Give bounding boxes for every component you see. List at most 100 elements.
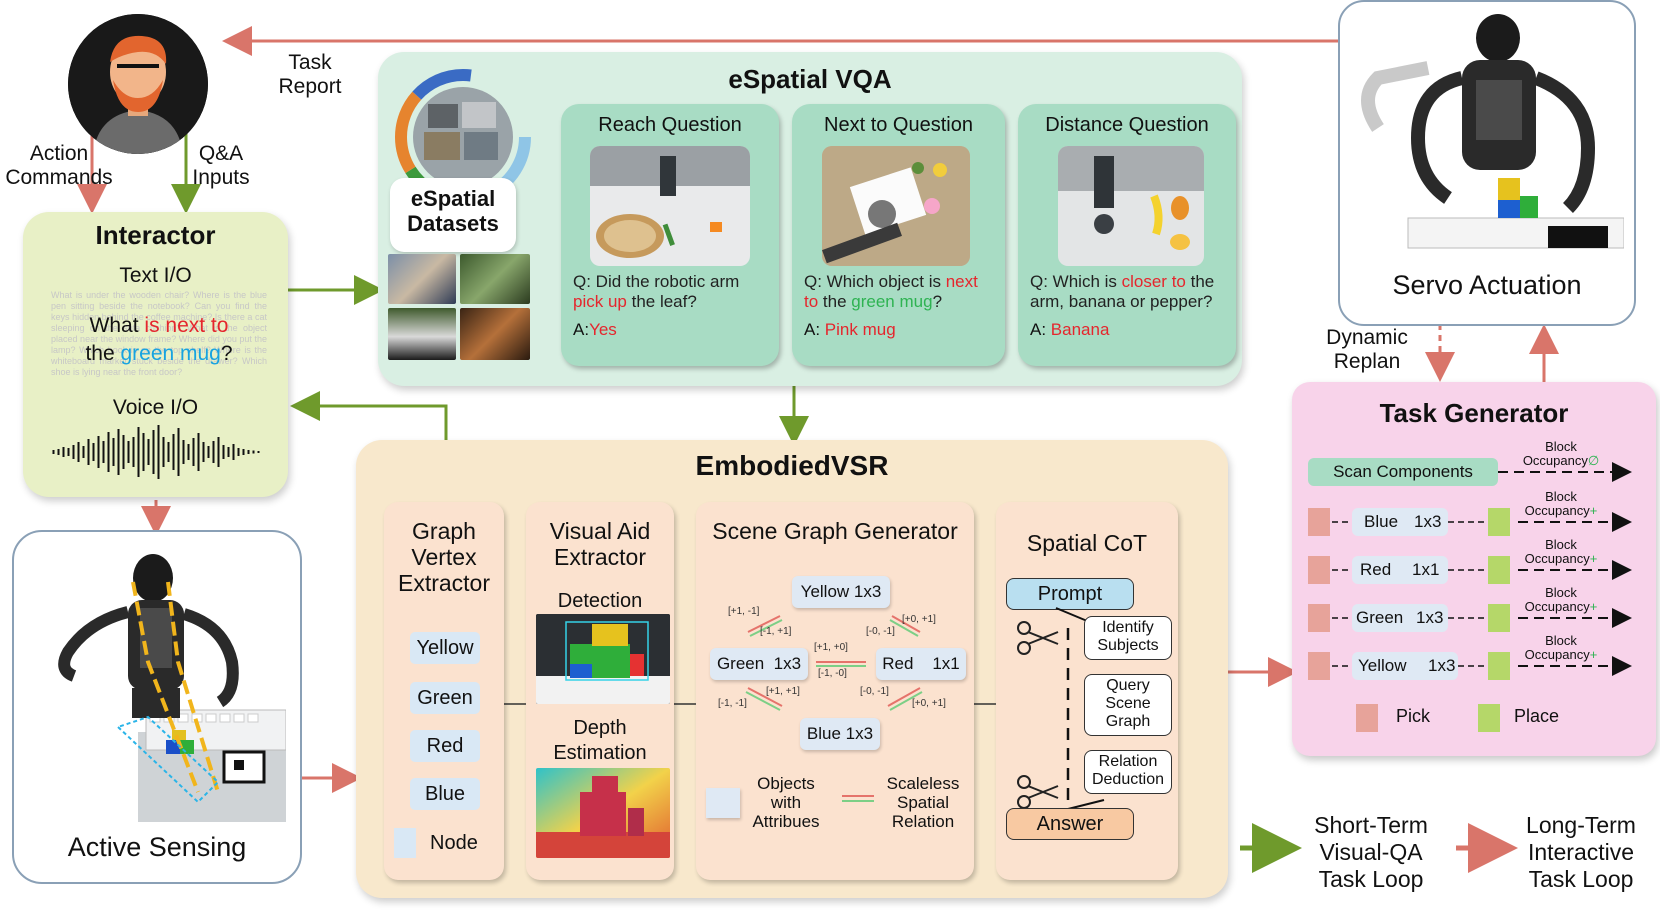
detection-image: [536, 614, 670, 704]
action-commands-label: Action Commands: [5, 142, 113, 189]
scan-components-button: Scan Components: [1308, 458, 1498, 486]
distance-question-card: Distance Question Q: Which is closer to …: [1018, 104, 1236, 366]
scene-graph-edges: [745, 615, 923, 711]
pick-square: [1308, 652, 1330, 680]
active-sensing-title: Active Sensing: [67, 832, 247, 862]
vqa-panel: eSpatial VQA eSpatial Datasets Reach Que…: [378, 52, 1242, 386]
servo-actuation-panel: Servo Actuation: [1338, 0, 1636, 326]
place-square: [1488, 604, 1510, 632]
task-report-label: Task Report: [278, 51, 342, 98]
cot-title: Spatial CoT: [1026, 530, 1148, 556]
edge-label: [-0, -1]: [866, 626, 895, 637]
objects-legend-label: Objects with Attribues: [752, 774, 820, 831]
scene-graph-generator: Scene Graph Generator Yellow 1x3 Green 1…: [696, 502, 974, 880]
dataset-thumb-1: [388, 254, 456, 304]
node-legend-label: Node: [430, 832, 478, 854]
datasets-label: eSpatial Datasets: [390, 178, 516, 252]
interactor-panel: Interactor Text I/O What is under the wo…: [23, 212, 288, 497]
edge-label: [+1, +1]: [766, 686, 800, 697]
user-avatar: [68, 14, 208, 154]
spatial-cot: Spatial CoT Prompt Identify Subjects Que…: [996, 502, 1178, 880]
servo-title: Servo Actuation: [1392, 270, 1582, 300]
edge-label: [-1, +1]: [760, 626, 792, 637]
edge-label: [+1, +0]: [814, 642, 848, 653]
graph-vertex-extractor: Graph Vertex Extractor Yellow Green Red …: [384, 502, 504, 880]
block-occupancy-label: Block Occupancy+: [1524, 633, 1598, 662]
interactor-question: What is next to the green mug?: [85, 314, 233, 365]
active-sensing-panel: Active Sensing: [12, 530, 302, 884]
embodied-title: EmbodiedVSR: [695, 450, 889, 481]
block-occupancy-label: Block Occupancy+: [1524, 537, 1598, 566]
pick-legend-label: Pick: [1396, 706, 1431, 726]
interactor-title: Interactor: [95, 220, 216, 250]
place-square: [1488, 508, 1510, 536]
qa-inputs-label: Q&A Inputs: [192, 142, 250, 189]
edge-label: [+1, -1]: [728, 606, 760, 617]
dataset-thumb-2: [460, 254, 530, 304]
long-term-loop-label: Long-Term Interactive Task Loop: [1526, 812, 1636, 892]
block-occupancy-label: Block Occupancy∅: [1522, 439, 1600, 468]
scissors-icon: [1017, 775, 1059, 809]
node-legend-swatch: [394, 828, 416, 858]
vertex-blue: Blue: [410, 778, 480, 810]
visual-aid-extractor: Visual Aid Extractor Detection Depth Est…: [526, 502, 674, 880]
pick-legend-swatch: [1356, 704, 1378, 732]
card-title: Reach Question: [598, 114, 742, 136]
sg-node-blue: Blue 1x3: [800, 718, 880, 750]
robot-sensing-illustration: [58, 554, 286, 822]
sg-node-red: Red 1x1: [876, 648, 966, 680]
voice-io-label: Voice I/O: [112, 396, 199, 419]
query-scene-graph-box: Query Scene Graph: [1084, 674, 1172, 736]
objects-legend-swatch: [706, 788, 740, 818]
task-row-yellow: Yellow 1x3: [1352, 652, 1458, 680]
depth-label: Depth Estimation: [553, 717, 647, 764]
detection-label: Detection: [557, 590, 643, 612]
edge-label: [-1, -0]: [818, 668, 847, 679]
task-generator-panel: Task Generator Scan Components Block Occ…: [1292, 382, 1656, 756]
interactor-background-text: What is under the wooden chair? Where is…: [51, 290, 267, 377]
gve-title: Graph Vertex Extractor: [397, 518, 491, 596]
reach-question-image: [590, 146, 750, 266]
sg-node-yellow: Yellow 1x3: [792, 576, 890, 608]
pick-square: [1308, 604, 1330, 632]
reach-question-card: Reach Question Q: Did the robotic arm pi…: [561, 104, 779, 366]
task-generator-title: Task Generator: [1379, 398, 1569, 428]
edge-label: [+0, +1]: [902, 614, 936, 625]
dynamic-replan-label: Dynamic Replan: [1326, 326, 1408, 373]
block-occupancy-label: Block Occupancy+: [1524, 585, 1598, 614]
relation-legend-label: Scaleless Spatial Relation: [886, 774, 960, 831]
card-title: Next to Question: [824, 114, 973, 136]
edge-label: [-1, -1]: [718, 698, 747, 709]
next-to-question-image: [822, 146, 970, 266]
place-legend-swatch: [1478, 704, 1500, 732]
card-title: Distance Question: [1045, 114, 1209, 136]
block-occupancy-label: Block Occupancy+: [1524, 489, 1598, 518]
edge-label: [-0, -1]: [860, 686, 889, 697]
short-term-loop-label: Short-Term Visual-QA Task Loop: [1314, 812, 1428, 892]
waveform-icon: [52, 425, 260, 479]
pick-square: [1308, 556, 1330, 584]
distance-question-image: [1058, 146, 1204, 266]
scissors-icon: [1017, 621, 1059, 655]
next-to-question-text: Q: Which object is next to the green mug…: [804, 272, 978, 311]
place-square: [1488, 556, 1510, 584]
vae-title: Visual Aid Extractor: [549, 518, 651, 570]
vertex-yellow: Yellow: [410, 632, 480, 664]
embodied-to-interactor-arrow: [290, 391, 448, 442]
relation-legend-swatch: [842, 795, 874, 802]
task-row-arrows: [1332, 462, 1632, 676]
vertex-green: Green: [410, 682, 480, 714]
place-legend-label: Place: [1514, 706, 1560, 726]
task-row-red: Red 1x1: [1352, 556, 1448, 584]
subbox-connectors: [504, 703, 996, 705]
task-row-blue: Blue 1x3: [1352, 508, 1448, 536]
next-to-answer: A: Pink mug: [804, 320, 896, 339]
distance-question-text: Q: Which is closer to the arm, banana or…: [1030, 272, 1215, 311]
next-to-question-card: Next to Question Q: Which object is next…: [792, 104, 1005, 366]
place-square: [1488, 652, 1510, 680]
vertex-red: Red: [410, 730, 480, 762]
edge-label: [+0, +1]: [912, 698, 946, 709]
depth-image: [536, 768, 670, 858]
dataset-thumb-3: [388, 308, 456, 360]
